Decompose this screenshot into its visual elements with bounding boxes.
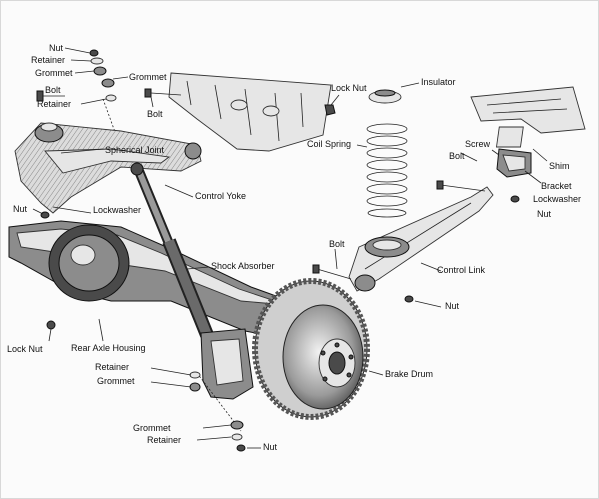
label-grommet-lower: Grommet xyxy=(97,376,135,386)
label-control-yoke: Control Yoke xyxy=(195,191,247,201)
leader-lines xyxy=(32,47,500,449)
label-lockwasher-left: Lockwasher xyxy=(93,205,142,215)
brake-drum-part xyxy=(252,278,370,420)
label-control-link: Control Link xyxy=(437,265,486,275)
label-spherical-joint: Spherical Joint xyxy=(105,145,165,155)
label-rear-axle-housing: Rear Axle Housing xyxy=(71,343,146,353)
label-nut-left: Nut xyxy=(13,204,28,214)
bracket-part xyxy=(496,148,542,184)
label-nut-top: Nut xyxy=(49,43,64,53)
label-grommet-top-right: Grommet xyxy=(129,72,167,82)
control-yoke-part xyxy=(14,122,202,214)
label-nut-right: Nut xyxy=(537,209,552,219)
control-link-part xyxy=(312,180,520,303)
label-lock-nut-top: Lock Nut xyxy=(331,83,367,93)
label-nut-bottom: Nut xyxy=(263,442,278,452)
frame-crossmember xyxy=(168,72,332,152)
label-bolt-upper: Bolt xyxy=(147,109,163,119)
label-insulator: Insulator xyxy=(421,77,456,87)
label-bolt-lower: Bolt xyxy=(329,239,345,249)
label-grommet-top-left: Grommet xyxy=(35,68,73,78)
insulator-part xyxy=(324,89,402,116)
rear-axle-housing-part xyxy=(8,211,302,342)
lower-shock-bracket xyxy=(189,328,254,452)
label-retainer-bottom: Retainer xyxy=(147,435,182,445)
label-brake-drum: Brake Drum xyxy=(385,369,434,379)
label-bracket: Bracket xyxy=(541,181,572,191)
label-retainer-lower: Retainer xyxy=(95,362,130,372)
label-shim: Shim xyxy=(549,161,570,171)
label-screw: Screw xyxy=(465,139,491,149)
label-shock-absorber: Shock Absorber xyxy=(211,261,275,271)
label-coil-spring: Coil Spring xyxy=(307,139,352,149)
label-retainer-upper: Retainer xyxy=(37,99,72,109)
label-lock-nut-left: Lock Nut xyxy=(7,344,43,354)
upper-shock-hardware xyxy=(36,49,182,144)
label-bolt-top: Bolt xyxy=(45,85,61,95)
frame-rail-right xyxy=(470,86,586,134)
label-retainer-top: Retainer xyxy=(31,55,66,65)
shim-part xyxy=(495,126,548,162)
shock-absorber-part xyxy=(130,162,214,338)
label-lockwasher-right: Lockwasher xyxy=(533,194,582,204)
label-grommet-bottom: Grommet xyxy=(133,423,171,433)
label-bolt-mid: Bolt xyxy=(449,151,465,161)
label-nut-lower-right: Nut xyxy=(445,301,460,311)
coil-spring-part xyxy=(366,123,408,218)
